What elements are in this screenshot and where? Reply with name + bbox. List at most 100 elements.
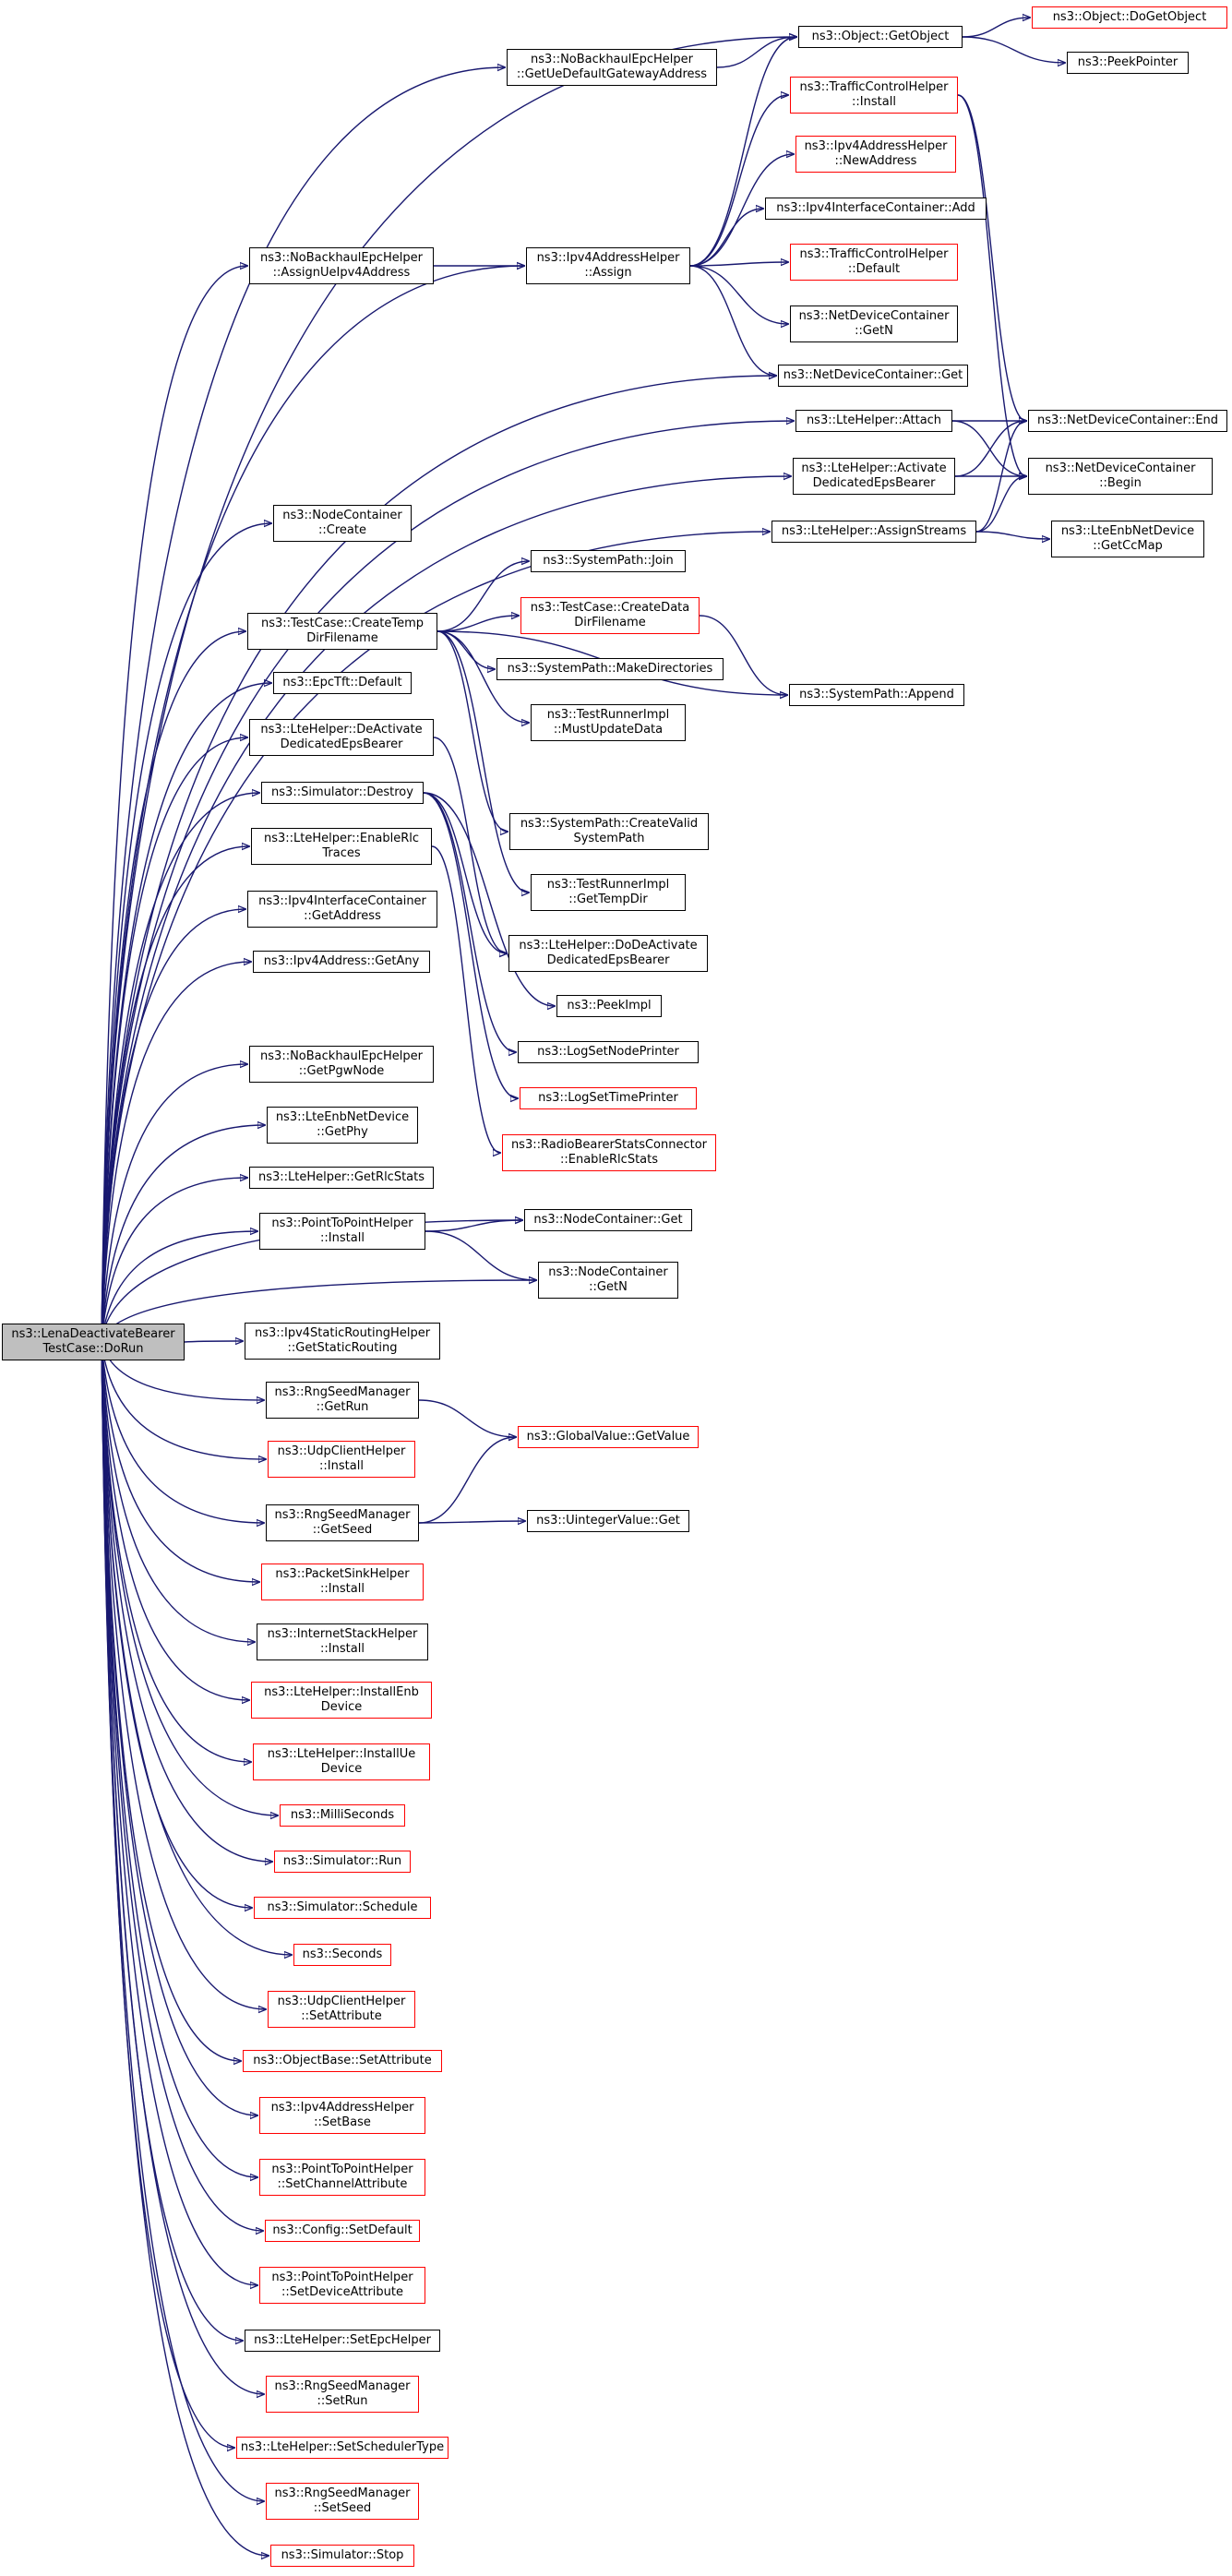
node-label-line: ns3::PointToPointHelper (271, 1216, 413, 1230)
edge-tc-createtemp-to-sp-join (437, 561, 529, 632)
node-rng-getseed[interactable]: ns3::RngSeedManager::GetSeed (266, 1504, 419, 1541)
node-nc-create[interactable]: ns3::NodeContainer::Create (273, 505, 412, 542)
node-lte-assignstreams[interactable]: ns3::LteHelper::AssignStreams (771, 521, 976, 543)
node-config-setdefault[interactable]: ns3::Config::SetDefault (265, 2220, 420, 2242)
node-ndc-begin[interactable]: ns3::NetDeviceContainer::Begin (1028, 458, 1213, 495)
node-milliseconds[interactable]: ns3::MilliSeconds (280, 1804, 405, 1827)
node-label-line: ns3::UdpClientHelper (277, 1444, 406, 1458)
node-lte-attach[interactable]: ns3::LteHelper::Attach (795, 410, 952, 432)
node-p2p-setdevice[interactable]: ns3::PointToPointHelper::SetDeviceAttrib… (259, 2267, 425, 2304)
node-ipv4ah-setbase[interactable]: ns3::Ipv4AddressHelper::SetBase (259, 2097, 425, 2134)
node-sp-join[interactable]: ns3::SystemPath::Join (531, 550, 686, 572)
node-p2p-setchannel[interactable]: ns3::PointToPointHelper::SetChannelAttri… (259, 2159, 425, 2196)
node-label-line: ns3::Ipv4AddressHelper (536, 251, 680, 265)
node-label-line: ns3::NodeContainer (548, 1265, 668, 1279)
node-ndc-getn[interactable]: ns3::NetDeviceContainer::GetN (790, 306, 958, 342)
node-udpch-install[interactable]: ns3::UdpClientHelper::Install (268, 1441, 415, 1478)
node-peekimpl[interactable]: ns3::PeekImpl (556, 995, 662, 1017)
node-udpch-setattr[interactable]: ns3::UdpClientHelper::SetAttribute (268, 1991, 415, 2028)
node-label-line: ns3::Simulator::Stop (281, 2548, 404, 2562)
node-rbsc-enablerlc[interactable]: ns3::RadioBearerStatsConnector::EnableRl… (502, 1134, 716, 1171)
node-lte-setepc[interactable]: ns3::LteHelper::SetEpcHelper (245, 2330, 440, 2352)
node-sim-destroy[interactable]: ns3::Simulator::Destroy (261, 782, 424, 804)
node-gv-getvalue[interactable]: ns3::GlobalValue::GetValue (518, 1426, 699, 1448)
node-sp-makedirs[interactable]: ns3::SystemPath::MakeDirectories (496, 658, 724, 680)
node-label-line: ::SetDeviceAttribute (281, 2285, 403, 2299)
node-tch-default[interactable]: ns3::TrafficControlHelper::Default (790, 244, 958, 281)
node-enb-getphy[interactable]: ns3::LteEnbNetDevice::GetPhy (267, 1107, 418, 1144)
node-rng-getrun[interactable]: ns3::RngSeedManager::GetRun (266, 1382, 419, 1419)
node-ipv4ah-assign[interactable]: ns3::Ipv4AddressHelper::Assign (526, 247, 690, 284)
node-lte-setsched[interactable]: ns3::LteHelper::SetSchedulerType (236, 2437, 449, 2459)
node-ndc-get[interactable]: ns3::NetDeviceContainer::Get (778, 365, 968, 387)
node-logtimeprinter[interactable]: ns3::LogSetTimePrinter (520, 1087, 697, 1109)
node-lte-getrlcstats[interactable]: ns3::LteHelper::GetRlcStats (249, 1167, 434, 1189)
node-ipv4ic-getaddress[interactable]: ns3::Ipv4InterfaceContainer::GetAddress (247, 891, 437, 928)
node-label-line: ns3::SystemPath::Join (543, 554, 674, 568)
edge-root-to-udpch-setattr (101, 1341, 266, 2009)
node-nbeh-getue[interactable]: ns3::NoBackhaulEpcHelper::GetUeDefaultGa… (507, 49, 717, 86)
node-nc-get[interactable]: ns3::NodeContainer::Get (524, 1209, 692, 1231)
node-lognodeprinter[interactable]: ns3::LogSetNodePrinter (518, 1041, 699, 1063)
node-ndc-end[interactable]: ns3::NetDeviceContainer::End (1028, 410, 1227, 432)
node-sim-schedule[interactable]: ns3::Simulator::Schedule (254, 1897, 431, 1919)
node-label-line: ns3::GlobalValue::GetValue (526, 1430, 690, 1444)
edge-rng-getrun-to-gv-getvalue (418, 1399, 516, 1437)
node-label-line: TestCase::DoRun (42, 1342, 144, 1356)
edge-root-to-ish-install (101, 1341, 255, 1642)
node-sim-stop[interactable]: ns3::Simulator::Stop (270, 2545, 414, 2567)
node-tch-install[interactable]: ns3::TrafficControlHelper::Install (790, 77, 958, 114)
node-nbeh-getpgw[interactable]: ns3::NoBackhaulEpcHelper::GetPgwNode (249, 1046, 434, 1083)
edge-p2p-install-to-nc-get (425, 1220, 522, 1232)
edge-sim-destroy-to-lte-dodeactivate (423, 792, 507, 953)
node-ipv4srh-getstatic[interactable]: ns3::Ipv4StaticRoutingHelper::GetStaticR… (245, 1323, 440, 1360)
node-sim-run[interactable]: ns3::Simulator::Run (274, 1851, 411, 1873)
edge-ipv4ah-assign-to-tch-install (689, 95, 788, 267)
node-ipv4ah-newaddress[interactable]: ns3::Ipv4AddressHelper::NewAddress (795, 136, 956, 173)
edge-root-to-ipv4ic-getaddress (101, 909, 245, 1343)
node-label-line: ns3::PeekPointer (1077, 55, 1178, 69)
node-label-line: ::EnableRlcStats (559, 1153, 659, 1167)
node-nc-getn[interactable]: ns3::NodeContainer::GetN (538, 1262, 678, 1299)
node-ipv4ic-add[interactable]: ns3::Ipv4InterfaceContainer::Add (765, 198, 987, 220)
node-label-line: ::GetN (589, 1280, 628, 1294)
edge-root-to-nbeh-getue (101, 67, 505, 1343)
node-peekpointer[interactable]: ns3::PeekPointer (1067, 52, 1189, 74)
node-ish-install[interactable]: ns3::InternetStackHelper::Install (257, 1623, 428, 1660)
edge-rng-getseed-to-uint-get (418, 1521, 525, 1523)
node-enb-getccmap[interactable]: ns3::LteEnbNetDevice::GetCcMap (1051, 521, 1204, 557)
node-sp-append[interactable]: ns3::SystemPath::Append (789, 684, 964, 706)
edge-root-to-p2p-install (101, 1231, 257, 1343)
node-epctft-default[interactable]: ns3::EpcTft::Default (273, 672, 412, 694)
node-ipv4addr-getany[interactable]: ns3::Ipv4Address::GetAny (253, 951, 430, 973)
node-label-line: ns3::LteEnbNetDevice (275, 1110, 410, 1124)
node-psh-install[interactable]: ns3::PacketSinkHelper::Install (261, 1564, 424, 1600)
node-label-line: ns3::RadioBearerStatsConnector (510, 1138, 708, 1152)
node-p2p-install[interactable]: ns3::PointToPointHelper::Install (259, 1213, 425, 1250)
node-label-line: ns3::UintegerValue::Get (536, 1514, 680, 1528)
node-obj-dogetobject[interactable]: ns3::Object::DoGetObject (1032, 6, 1227, 29)
node-nbeh-assign[interactable]: ns3::NoBackhaulEpcHelper::AssignUeIpv4Ad… (249, 247, 434, 284)
node-rng-setrun[interactable]: ns3::RngSeedManager::SetRun (266, 2376, 419, 2413)
node-tri-mustupdate[interactable]: ns3::TestRunnerImpl::MustUpdateData (531, 704, 686, 741)
node-label-line: ns3::SystemPath::Append (799, 688, 954, 701)
node-uint-get[interactable]: ns3::UintegerValue::Get (527, 1510, 689, 1532)
node-seconds[interactable]: ns3::Seconds (293, 1944, 391, 1966)
edge-root-to-p2p-setdevice (101, 1341, 257, 2285)
node-obj-getobject[interactable]: ns3::Object::GetObject (798, 26, 963, 48)
node-objbase-setattr[interactable]: ns3::ObjectBase::SetAttribute (243, 2050, 442, 2072)
node-rng-setseed[interactable]: ns3::RngSeedManager::SetSeed (266, 2483, 419, 2520)
edge-lte-attach-to-ndc-begin (951, 420, 1026, 476)
node-tri-gettempdir[interactable]: ns3::TestRunnerImpl::GetTempDir (531, 874, 686, 911)
node-label-line: DedicatedEpsBearer (280, 737, 403, 751)
